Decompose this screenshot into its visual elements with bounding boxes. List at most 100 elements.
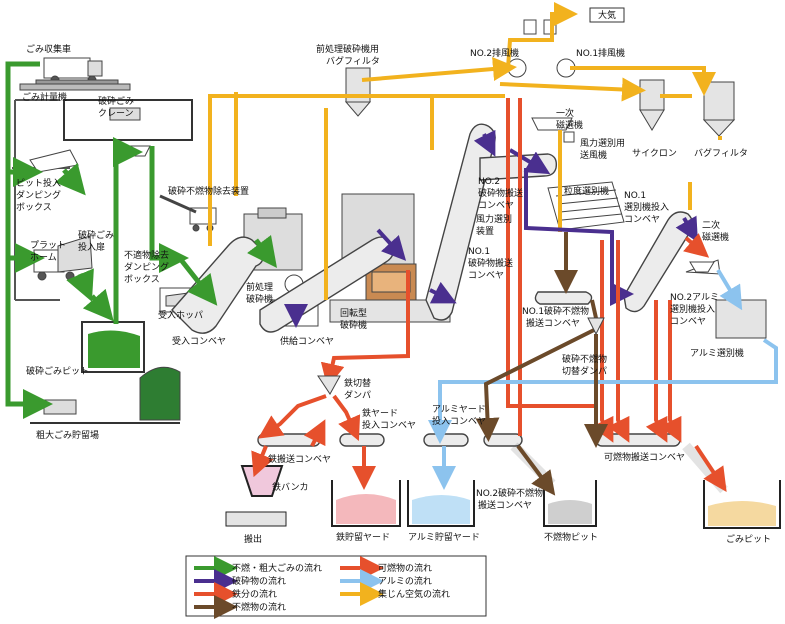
label-secondary-magnet-1: 二次 [702, 219, 720, 231]
label-crane-2: クレーン [98, 108, 134, 119]
label-no1-conveyor-2: 破砕物搬送 [468, 257, 513, 269]
legend-box [185, 555, 487, 617]
iron-truck-icon [225, 511, 287, 527]
legend-item: 不燃物の流れ [194, 595, 286, 619]
svg-text:アルミの流れ: アルミの流れ [378, 575, 432, 587]
label-receiving-hopper: 受入ホッパ [158, 309, 203, 321]
label-iron-damper-1: 鉄切替 [344, 377, 371, 389]
label-no1-conveyor-1: NO.1 [468, 247, 490, 257]
cyclone-icon [639, 79, 665, 131]
flow-combustible-iron [251, 98, 727, 492]
label-combustible-transport: 可燃物搬送コンベヤ [604, 451, 685, 463]
label-primary-magnet-1: 一次 [556, 107, 574, 119]
svg-text:鉄分の流れ: 鉄分の流れ [232, 588, 277, 600]
label-pit-box-2: ダンピング [16, 189, 61, 201]
removal-crane-icon [159, 194, 217, 232]
label-pit-box-1: ピット投入 [16, 177, 61, 189]
stack-icon [523, 19, 537, 35]
svg-text:可燃物の流れ: 可燃物の流れ [378, 562, 432, 574]
label-no2-noncomb-1: NO.2破砕不燃物 [476, 487, 543, 499]
label-garbage-pit: ごみピット [726, 533, 771, 545]
label-no1-conveyor-3: コンベヤ [468, 271, 504, 281]
label-no2-aluminium-3: コンベヤ [670, 317, 706, 327]
legend-item: 集じん空気の流れ [340, 582, 450, 606]
label-noncomb-damper-2: 切替ダンパ [562, 365, 607, 377]
legend-item: アルミの流れ [340, 569, 432, 593]
label-feed-conveyor: 供給コンベヤ [280, 335, 334, 347]
label-garbage-truck: ごみ収集車 [26, 43, 71, 55]
conveyor-layer [171, 123, 728, 494]
label-pit-box-3: ボックス [16, 202, 52, 213]
label-atmosphere: 大気 [598, 9, 616, 21]
svg-text:不燃物の流れ: 不燃物の流れ [232, 601, 286, 613]
label-secondary-magnet-2: 磁選機 [702, 231, 729, 243]
iron-storage-yard [331, 480, 401, 527]
label-wind-sep-1: 風力選別 [476, 213, 512, 225]
aluminium-storage-yard [407, 480, 475, 527]
no2-exhaust-fan-icon [507, 58, 527, 78]
label-no2-aluminium-1: NO.2アルミ [670, 293, 719, 303]
label-hauling-out: 搬出 [244, 533, 262, 545]
iron-yard-conveyor [339, 433, 385, 447]
label-platform-1: プラット [30, 240, 66, 251]
label-iron-bunker: 鉄バンカ [272, 481, 308, 493]
label-cyclone: サイクロン [632, 148, 677, 159]
label-pre-crusher-1: 前処理 [246, 281, 273, 293]
label-unsuitable-box-1: 不適物除去 [124, 249, 169, 261]
svg-text:集じん空気の流れ: 集じん空気の流れ [378, 588, 450, 600]
label-no1-sep-feed-2: 選別機投入 [624, 201, 669, 213]
label-unsuitable-box-2: ダンピング [124, 261, 169, 273]
particle-separator-icon [547, 181, 625, 231]
right-bag-filter-icon [702, 81, 736, 137]
label-iron-damper-2: ダンパ [344, 389, 371, 401]
label-rotary-crusher-1: 回転型 [340, 308, 367, 319]
aluminium-yard-conveyor [423, 433, 469, 447]
label-particle-separator: 粒度選別機 [564, 185, 609, 197]
label-pre-crusher-2: 破砕機 [246, 293, 273, 305]
noncombustible-damper-icon [587, 317, 605, 336]
label-no2-fan: NO.2排風機 [470, 47, 519, 59]
flow-bulky [5, 61, 277, 419]
label-blower-1: 風力選別用 [580, 137, 625, 149]
label-no2-conveyor-1: NO.2 [478, 177, 500, 187]
pit-dumping-box-icon [29, 149, 79, 173]
legend-item: 鉄分の流れ [194, 582, 277, 606]
combustible-transport-conveyor [595, 433, 681, 447]
svg-text:不燃・粗大ごみの流れ: 不燃・粗大ごみの流れ [232, 562, 322, 574]
label-iron-yard-2: 投入コンベヤ [362, 419, 416, 431]
flow-dust-air [208, 2, 722, 300]
label-no1-sep-feed-1: NO.1 [624, 191, 646, 201]
label-pre-bag-filter-2: バグフィルタ [326, 55, 380, 67]
label-no2-aluminium-2: 選別機投入 [670, 303, 715, 315]
bulky-storage-pile [139, 366, 181, 421]
label-no1-sep-feed-3: コンベヤ [624, 215, 660, 225]
crane-trolley-icon [109, 107, 141, 121]
crane-grab-icon [129, 145, 151, 157]
air-blower-icon [563, 131, 575, 143]
label-no2-conveyor-2: 破砕物搬送 [478, 187, 523, 199]
flow-aluminium [428, 268, 778, 490]
label-iron-storage-yard: 鉄貯留ヤード [336, 531, 390, 543]
legend-item: 不燃・粗大ごみの流れ [194, 556, 322, 580]
label-aluminium-yard-1: アルミヤード [432, 405, 486, 415]
label-bulky-storage: 粗大ごみ貯留場 [36, 429, 99, 441]
label-no2-noncomb-2: 搬送コンベヤ [478, 499, 532, 511]
pre-bag-filter-icon [344, 67, 372, 117]
label-receiving-conveyor: 受入コンベヤ [172, 335, 226, 347]
label-primary-magnet-2: 磁選機 [556, 119, 583, 131]
building-wall [12, 99, 70, 301]
label-no1-noncomb-2: 搬送コンベヤ [526, 317, 580, 329]
label-crushed-pit: 破砕ごみピット [26, 365, 89, 377]
label-no1-noncomb-1: NO.1破砕不燃物 [522, 305, 589, 317]
label-removal-device: 破砕不燃物除去装置 [168, 185, 249, 197]
label-door-2: 投入扉 [78, 241, 105, 253]
primary-magnet-icon [531, 117, 573, 131]
noncombustible-pit [543, 480, 597, 527]
weigh-scale-icon [19, 83, 131, 91]
label-blower-2: 送風機 [580, 149, 607, 161]
label-rotary-crusher-2: 破砕機 [340, 319, 367, 331]
label-aluminium-separator: アルミ選別機 [690, 347, 744, 359]
flow-crushed [284, 129, 698, 328]
